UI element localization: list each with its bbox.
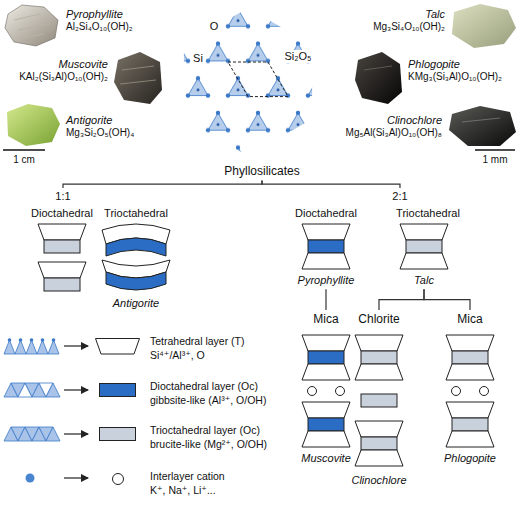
formula: Mg₃Si₂O₅(OH)₄ xyxy=(66,127,134,139)
mineral-name: Clinochlore xyxy=(351,474,406,487)
scale-label: 1 mm xyxy=(483,154,508,166)
tree-node: 1:1 xyxy=(52,189,73,204)
node-text: 2:1 xyxy=(392,190,407,203)
tetrahedral-symbol xyxy=(95,338,140,355)
legend-text: Tetrahedral layer (T) xyxy=(150,335,245,348)
mineral-name: Clinochlore xyxy=(387,114,442,127)
mineral-name: Muscovite xyxy=(58,58,108,71)
mineral-name: Antigorite xyxy=(66,114,112,127)
mineral-name: Antigorite xyxy=(113,297,159,310)
tree-line xyxy=(63,180,262,188)
mineral-name: Talc xyxy=(425,8,445,21)
legend-text: Trioctahedral layer (Oc) xyxy=(150,424,260,437)
atom-label: Si₂O₅ xyxy=(282,50,313,63)
legend-note: K⁺, Na⁺, Li⁺... xyxy=(150,484,216,497)
node-text: Mica xyxy=(313,312,338,326)
formula: Al₂Si₄O₁₀(OH)₂ xyxy=(66,21,133,33)
formula: Mg₃Si₄O₁₀(OH)₂ xyxy=(373,21,445,33)
node-text: Chlorite xyxy=(358,312,399,326)
formula: Mg₅Al(Si₃Al)O₁₀(OH)₈ xyxy=(346,127,442,139)
class-label: Trioctahedral xyxy=(396,207,460,220)
legend-swatch xyxy=(99,383,136,397)
class-label: Dioctahedral xyxy=(295,207,357,220)
node-text: Phyllosilicates xyxy=(224,164,299,178)
node-text: Pyrophyllite xyxy=(298,274,355,287)
mineral-name: Phlogopite xyxy=(408,58,460,71)
legend-note: gibbsite-like (Al³⁺, O/OH) xyxy=(150,394,266,407)
class-label: Trioctahedral xyxy=(104,207,168,220)
tree-node: Talc xyxy=(411,273,437,288)
tree-line xyxy=(424,289,470,310)
legend-note: brucite-like (Mg²⁺, O/OH) xyxy=(150,438,267,451)
node-text: 1:1 xyxy=(55,190,70,203)
legend-swatch xyxy=(99,427,136,441)
atom-label: O xyxy=(208,20,221,33)
tree-node: Chlorite xyxy=(355,311,402,327)
node-text: Talc xyxy=(414,274,434,287)
formula: KAl₂(Si₃Al)O₁₀(OH)₂ xyxy=(19,71,108,83)
mineral-name: Phlogopite xyxy=(444,452,496,465)
cation-symbol xyxy=(112,473,124,485)
tetrahedral-outline xyxy=(96,339,140,355)
class-label: Dioctahedral xyxy=(31,207,93,220)
tree-node: Mica xyxy=(454,311,485,327)
tree-node: Phyllosilicates xyxy=(221,163,302,179)
node-text: Mica xyxy=(457,312,482,326)
formula: KMg₃(Si₃Al)O₁₀(OH)₂ xyxy=(408,71,502,83)
mineral-name: Pyrophyllite xyxy=(66,8,123,21)
scale-label: 1 cm xyxy=(13,154,35,166)
legend-text: Interlayer cation xyxy=(150,470,225,483)
legend-text: Dioctahedral layer (Oc) xyxy=(150,380,258,393)
tree-node: 2:1 xyxy=(389,189,410,204)
tree-node: Mica xyxy=(310,311,341,327)
legend-note: Si⁴⁺/Al³⁺, O xyxy=(150,349,205,362)
tree-line xyxy=(379,289,424,310)
tree-line xyxy=(262,180,400,188)
mineral-name: Muscovite xyxy=(301,452,351,465)
tree-node: Pyrophyllite xyxy=(295,273,358,288)
atom-label: Si xyxy=(191,52,205,65)
tree-line xyxy=(325,289,326,310)
